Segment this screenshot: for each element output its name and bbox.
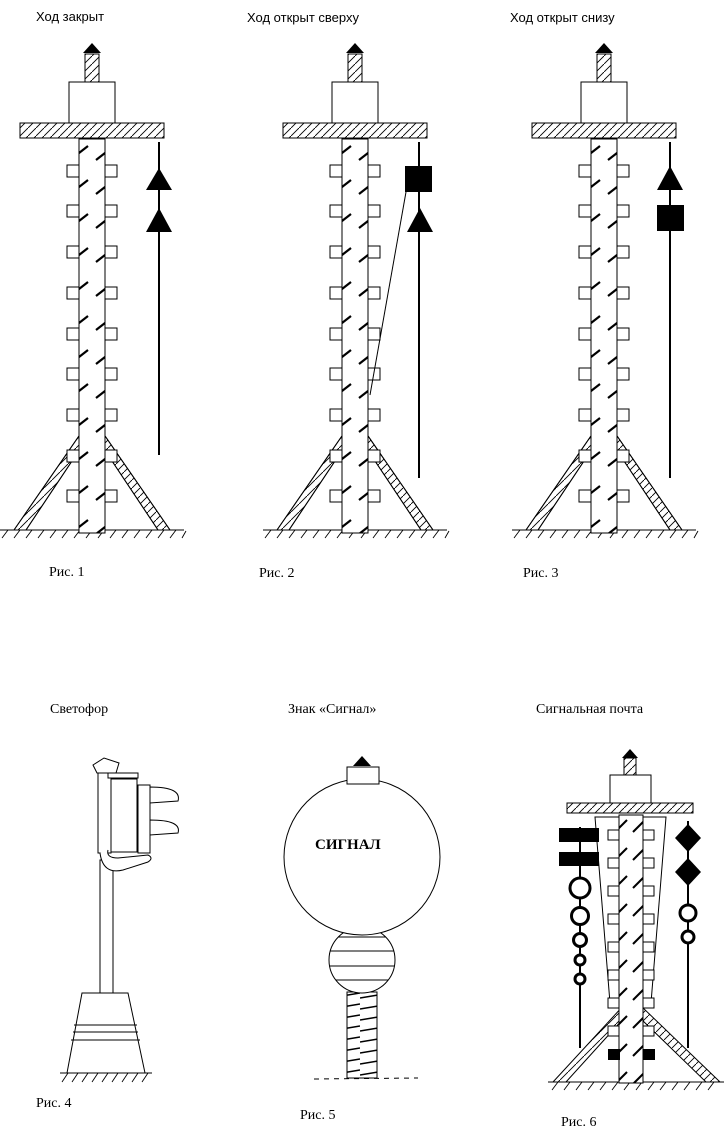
figure-2-caption: Рис. 2 <box>259 566 295 581</box>
triangle-up-icon <box>146 208 172 232</box>
ring-icon <box>678 903 698 923</box>
figure-1-caption: Рис. 1 <box>49 565 85 580</box>
signal-visor <box>149 786 179 804</box>
figure-4-title: Светофор <box>50 702 109 717</box>
triangle-up-icon <box>407 208 433 232</box>
ring-icon <box>570 906 590 926</box>
diamond-icon <box>675 824 701 852</box>
signal-disc <box>283 778 441 936</box>
figure-4-caption: Рис. 4 <box>36 1096 72 1111</box>
diamond-icon <box>675 858 701 886</box>
figure-5-caption: Рис. 5 <box>300 1108 336 1123</box>
figure-2-title: Ход открыт сверху <box>247 10 359 25</box>
figure-6-signal-mail <box>548 749 724 1091</box>
bar-icon <box>559 852 599 866</box>
signal-halyard-lower <box>369 191 407 396</box>
figure-6-title: Сигнальная почта <box>536 702 644 717</box>
figure-3 <box>511 42 699 539</box>
signal-sign-text: СИГНАЛ <box>315 837 381 853</box>
mast <box>618 814 644 1084</box>
figure-4-traffic-light <box>60 757 179 1083</box>
figure-5-signal-sign: СИГНАЛ <box>283 756 441 1080</box>
figure-1 <box>0 42 187 539</box>
bar-icon <box>559 828 599 842</box>
triangle-up-icon <box>146 168 172 190</box>
traffic-light-housing <box>110 778 138 853</box>
spiral-post <box>346 991 378 1079</box>
figure-6-caption: Рис. 6 <box>561 1115 597 1130</box>
triangle-up-icon <box>657 166 683 190</box>
figure-2 <box>262 42 450 539</box>
ring-icon <box>680 929 696 945</box>
signal-visor <box>149 819 179 836</box>
square-icon <box>405 166 432 192</box>
traffic-light-pole <box>99 859 114 994</box>
figure-1-title: Ход закрыт <box>36 9 105 24</box>
square-icon <box>657 205 684 231</box>
cap-arrow-icon <box>353 756 371 766</box>
mast-tower <box>262 42 450 539</box>
figure-3-caption: Рис. 3 <box>523 566 559 581</box>
ring-icon <box>568 876 592 900</box>
traffic-light-base <box>66 992 146 1074</box>
ring-icon <box>573 953 587 967</box>
figure-3-title: Ход открыт снизу <box>510 10 615 25</box>
figure-5-title: Знак «Сигнал» <box>288 702 377 717</box>
ring-icon <box>573 972 587 986</box>
ring-icon <box>572 932 588 948</box>
